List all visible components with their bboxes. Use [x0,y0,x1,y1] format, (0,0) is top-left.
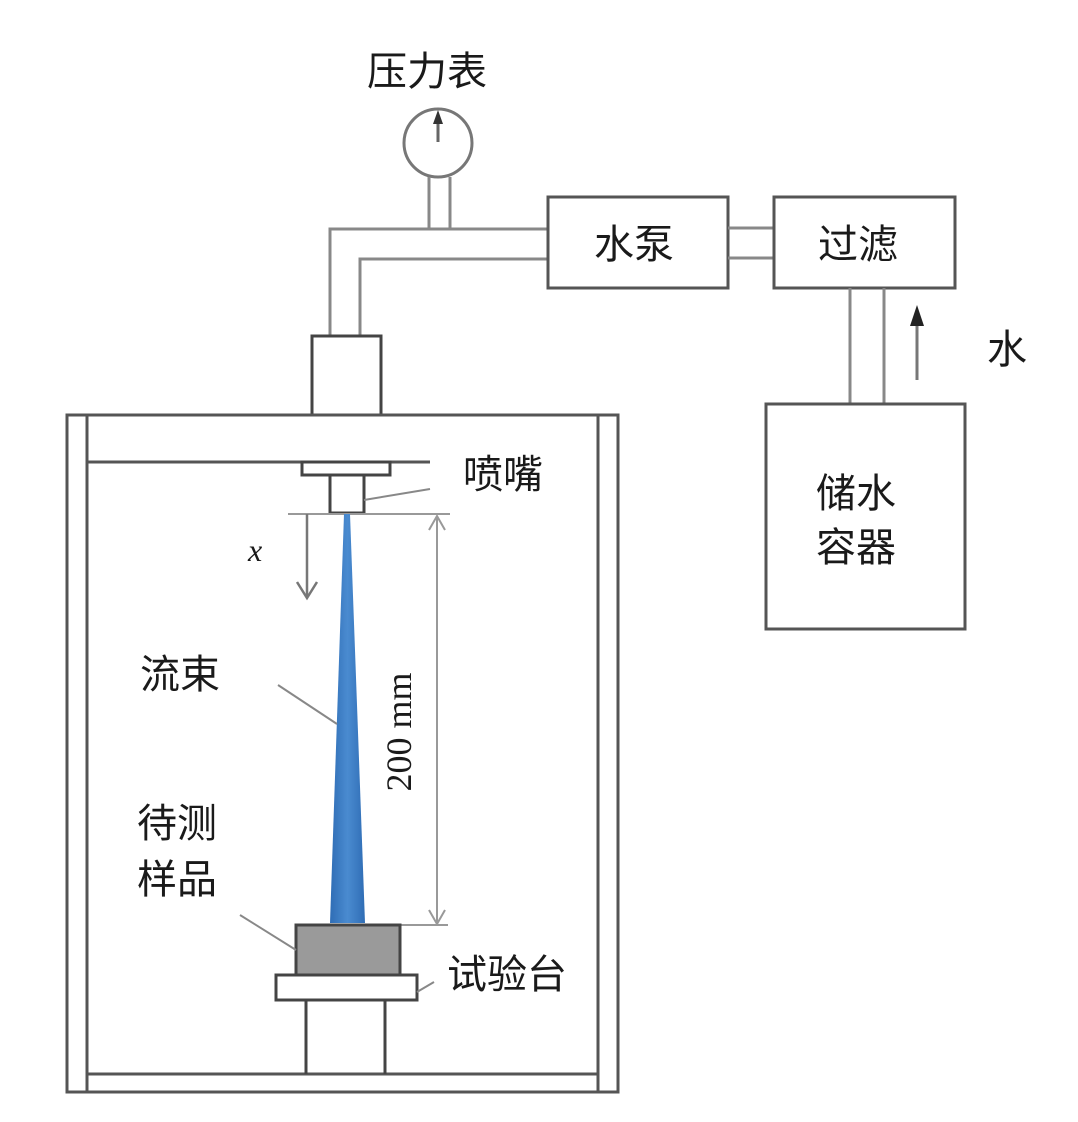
water-inflow-arrow [910,305,924,380]
nozzle-leader-line [363,488,431,501]
arrow-head [910,305,924,326]
gauge-dial [402,107,474,179]
sample-label-line2: 样品 [137,857,217,903]
pipe-outer [328,227,548,336]
x-arrow-head [295,581,319,601]
distance-label: 200 mm [379,672,419,792]
sample-label-line1: 待测 [137,801,217,847]
supply-pipe [328,227,548,336]
bench-leader-line [416,981,435,993]
filter-box [772,195,957,290]
chamber-outer-frame [65,413,620,1094]
x-direction-arrow [295,514,319,601]
test-sample [294,923,402,977]
jet-leader-line [277,684,338,725]
jet-label: 流束 [140,652,220,698]
water-pump-label: 水泵 [594,222,674,268]
water-inflow-label: 水 [987,327,1027,373]
pressure-gauge-label: 压力表 [367,49,487,95]
nozzle [300,460,392,515]
filter-reservoir-pipe [848,288,886,403]
reservoir-label-line2: 容器 [816,525,896,571]
nozzle-housing [310,334,383,417]
nozzle-body [328,473,366,515]
test-bench-label: 试验台 [447,952,567,998]
reservoir-label-line1: 储水 [816,471,896,517]
nozzle-flange [300,460,392,477]
pressure-gauge [402,107,474,228]
filter-label: 过滤 [818,222,898,268]
sample-leader-line [239,914,297,951]
jet-stream [330,514,365,923]
dimension-arrow-top [428,513,446,531]
pump-filter-pipe [728,226,774,260]
reservoir-box [764,402,967,631]
test-bench-top [274,973,419,1002]
nozzle-label: 喷嘴 [463,452,543,498]
gauge-needle-tip [433,110,443,124]
x-axis-label: x [248,532,263,568]
pipe-inner [358,257,548,336]
water-pump-box [546,195,730,290]
